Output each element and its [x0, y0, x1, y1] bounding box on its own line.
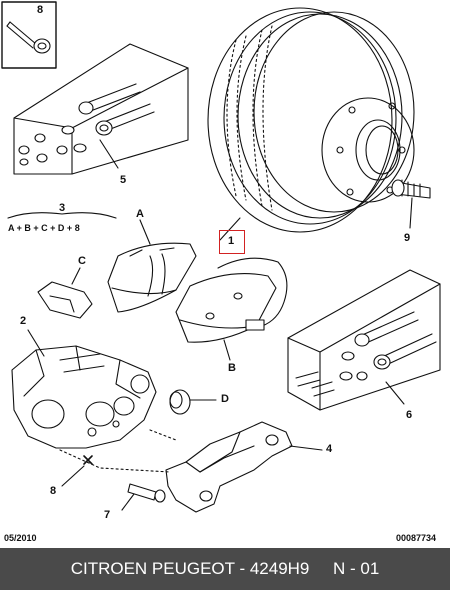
bracket-4	[165, 421, 323, 513]
kit-box-6	[287, 269, 441, 411]
label-part9: 9	[404, 232, 411, 244]
bleed-screw-7	[121, 483, 166, 511]
bolt-8-box	[1, 1, 57, 69]
label-part2: 2	[20, 315, 27, 327]
label-part8-top: 8	[37, 4, 44, 16]
footer-caption: CITROEN PEUGEOT - 4249H9 N - 01	[70, 559, 380, 578]
label-part5: 5	[120, 174, 127, 186]
label-partC: C	[78, 255, 86, 267]
kit-box-5	[13, 43, 189, 175]
formula-text: A + B + C + D + 8	[8, 223, 80, 233]
label-part7: 7	[104, 509, 111, 521]
brake-disc-1	[207, 7, 415, 241]
footer-caption-bar: CITROEN PEUGEOT - 4249H9 N - 01	[0, 548, 450, 590]
wheel-bolt-9	[391, 179, 431, 229]
brake-pad-B	[175, 257, 288, 361]
label-part3: 3	[59, 202, 66, 214]
highlight-box-part1	[219, 230, 245, 254]
label-partD: D	[221, 393, 229, 405]
piston-D	[169, 389, 217, 415]
caliper-2	[11, 329, 157, 449]
label-part4: 4	[326, 443, 333, 455]
label-partA: A	[136, 208, 144, 220]
assembly-guide	[59, 429, 177, 487]
label-part6: 6	[406, 409, 413, 421]
brake-pad-A	[107, 219, 197, 313]
brace-3	[7, 212, 117, 219]
clip-C	[37, 267, 93, 319]
brake-assembly-diagram	[1, 1, 441, 513]
date-stamp: 05/2010	[4, 533, 37, 543]
reference-code: 00087734	[396, 533, 437, 543]
label-part1: 1	[228, 235, 235, 247]
label-partB: B	[228, 362, 236, 374]
label-part8-bottom: 8	[50, 485, 57, 497]
